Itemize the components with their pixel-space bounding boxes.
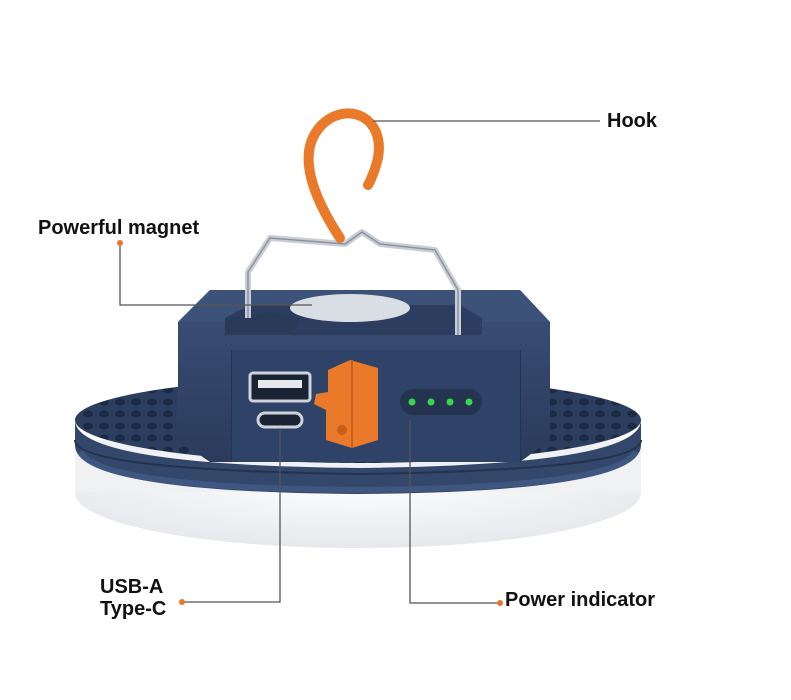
hook-label: Hook [607,110,657,132]
type-c-port [256,411,304,429]
indicator-led [427,398,435,406]
magnet-pad [290,294,410,322]
usb-a-label: USB-A [100,576,164,598]
magnet-callout-dot [117,240,123,246]
power-indicator-panel [400,389,482,415]
magnet-label: Powerful magnet [38,217,200,239]
ports-callout-dot [179,599,185,605]
port-cover [314,360,378,448]
indicator-led [446,398,454,406]
indicator-led [408,398,416,406]
hook-callout-dot [367,118,373,124]
power-indicator-label: Power indicator [505,589,656,611]
indicator-led [465,398,473,406]
power-callout-dot [497,600,503,606]
type-c-label: Type-C [100,598,167,620]
hook [303,108,384,243]
